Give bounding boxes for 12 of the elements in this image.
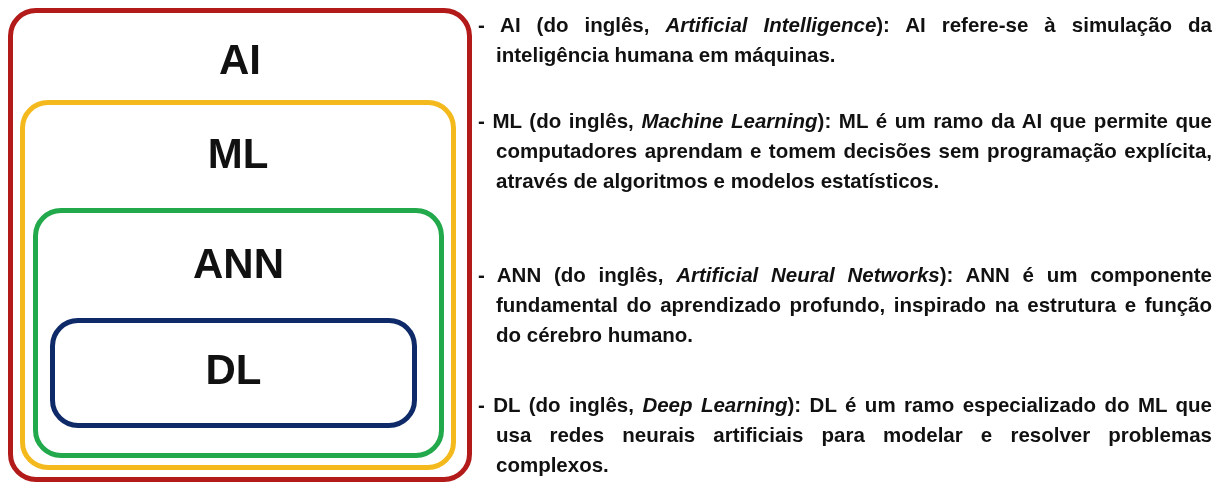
definition-text: - DL (do inglês, Deep Learning): DL é um ramo especializado do ML que usa redes neurais artificiais para modelar e resolver problemas complexos.: [478, 392, 1212, 478]
box-title: ANN: [193, 240, 284, 288]
definition-text: - ML (do inglês, Machine Learning): ML é um ramo da AI que permite que computadores aprendam e tomem decisões sem programação explícita, através de algoritmos e modelos estatísticos.: [478, 108, 1212, 194]
rounded-box: [20, 100, 456, 470]
rounded-box: [33, 208, 444, 458]
definition-text: - AI (do inglês, Artificial Intelligence): AI refere-se à simulação da inteligência humana em máquinas.: [478, 12, 1212, 68]
outer-rounded-box: [8, 8, 472, 482]
box-title: AI: [219, 36, 261, 84]
box-title: DL: [205, 346, 262, 394]
definition-text: - ANN (do inglês, Artificial Neural Networks): ANN é um componente fundamental do aprendizado profundo, inspirado na estrutura e função do cérebro humano.: [478, 262, 1212, 348]
box-title: ML: [207, 130, 269, 178]
inner-rounded-box: [50, 318, 417, 428]
